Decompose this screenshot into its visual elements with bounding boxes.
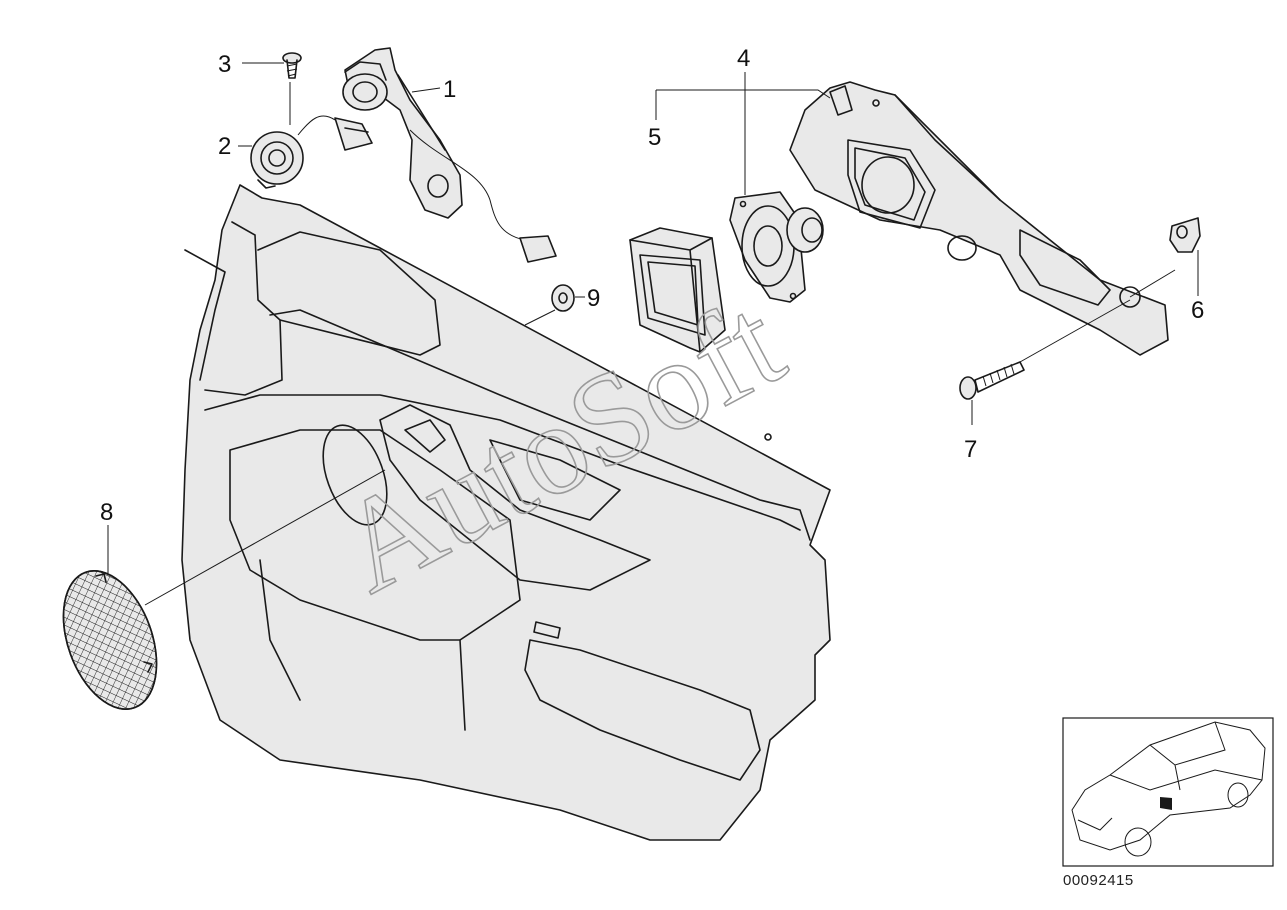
speaker-grille <box>60 560 160 720</box>
expanding-nut <box>1169 217 1201 253</box>
callout-3: 3 <box>218 51 231 78</box>
callouts: 1 2 3 4 5 6 7 8 9 <box>100 45 1204 526</box>
callout-8: 8 <box>100 499 113 526</box>
callout-4: 4 <box>737 45 750 72</box>
callout-9: 9 <box>587 285 600 312</box>
vehicle-locator-inset <box>1062 717 1274 867</box>
callout-1: 1 <box>443 76 456 103</box>
tweeter-bracket <box>342 47 557 263</box>
screw-7 <box>959 361 1025 400</box>
screw-3 <box>282 52 302 79</box>
callout-7: 7 <box>964 436 977 463</box>
document-number: 00092415 <box>1063 872 1134 889</box>
speaker-housing <box>789 81 1169 356</box>
callout-5: 5 <box>648 124 661 151</box>
clip-nut <box>551 284 575 312</box>
door-trim-panel <box>181 184 831 841</box>
tweeter-speaker <box>250 115 373 189</box>
speaker-adapter-ring <box>629 227 726 353</box>
callout-6: 6 <box>1191 297 1204 324</box>
loudspeaker <box>729 191 824 303</box>
callout-2: 2 <box>218 133 231 160</box>
leader-lines <box>107 62 1199 606</box>
